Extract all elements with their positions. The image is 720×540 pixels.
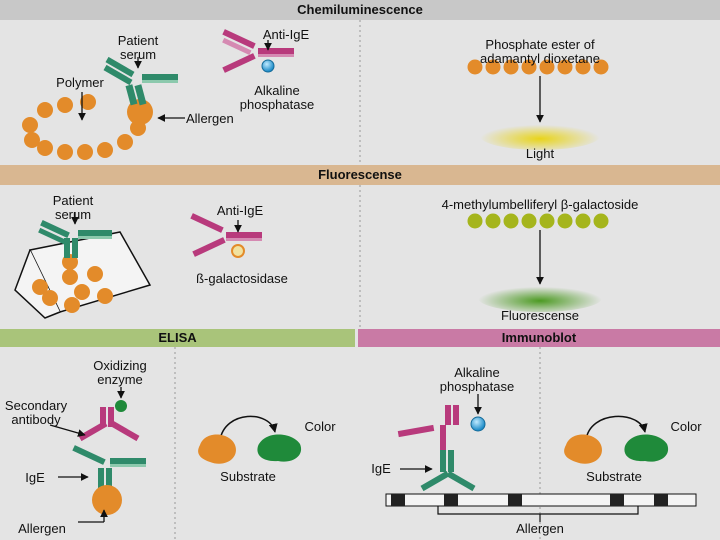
polymer-ring bbox=[22, 94, 146, 160]
label-anti-ige-chemi: Anti-IgE bbox=[262, 27, 310, 42]
immunoblot-alk-phos-dot bbox=[470, 416, 486, 432]
label-substrate-elisa: Substrate bbox=[220, 469, 276, 484]
elisa-antibody-stack bbox=[72, 407, 146, 488]
elisa-color-shape bbox=[257, 434, 302, 462]
label-allergen-immunoblot: Allergen bbox=[516, 521, 564, 536]
band-fluorescence-bg bbox=[0, 165, 720, 185]
band-chemiluminescence-bg bbox=[0, 0, 720, 20]
section-title-immunoblot: Immunoblot bbox=[501, 330, 577, 345]
immunoblot-antibody-stack bbox=[397, 405, 476, 492]
solid-phase-cup bbox=[14, 231, 152, 319]
band-immunoblot-bg bbox=[358, 329, 720, 347]
band-elisa-bg bbox=[0, 329, 355, 347]
label-ige-elisa: IgE bbox=[25, 470, 45, 485]
label-alk-phos-chemi: Alkaline phosphatase bbox=[239, 83, 315, 112]
label-alk-phos-immunoblot: Alkaline phosphatase bbox=[439, 365, 515, 394]
fluorescence-glow bbox=[478, 284, 602, 312]
light-glow bbox=[480, 122, 600, 150]
patient-serum-antibody-fluor bbox=[38, 219, 112, 258]
anti-ige-antibody-fluor bbox=[190, 213, 262, 257]
label-allergen-chemi: Allergen bbox=[186, 111, 234, 126]
mub-bead-chain bbox=[467, 213, 609, 229]
allergen-bracket bbox=[437, 506, 639, 515]
allergen-sphere bbox=[127, 99, 153, 125]
label-patient-serum-fluor: Patient serum bbox=[52, 193, 94, 222]
elisa-allergen-sphere bbox=[92, 485, 122, 515]
section-title-fluorescence: Fluorescense bbox=[318, 167, 402, 182]
alkaline-phosphatase-dot bbox=[261, 59, 275, 73]
label-substrate-immunoblot: Substrate bbox=[586, 469, 642, 484]
label-light: Light bbox=[525, 146, 555, 161]
label-allergen-elisa: Allergen bbox=[18, 521, 66, 536]
immunoblot-color-shape bbox=[624, 434, 669, 462]
patient-serum-antibody bbox=[103, 56, 178, 106]
label-beta-galactosidase: ß-galactosidase bbox=[196, 271, 288, 286]
section-title-elisa: ELISA bbox=[158, 330, 197, 345]
immunoblot-substrate-shape bbox=[564, 434, 602, 464]
anti-ige-antibody-chemi bbox=[222, 29, 294, 73]
section-title-chemiluminescence: Chemiluminescence bbox=[297, 2, 423, 17]
label-polymer: Polymer bbox=[56, 75, 104, 90]
blot-strip bbox=[385, 493, 697, 507]
label-secondary-antibody: Secondary antibody bbox=[4, 398, 68, 427]
label-patient-serum-chemi: Patient serum bbox=[117, 33, 159, 62]
label-color-immunoblot: Color bbox=[670, 419, 702, 434]
label-fluorescence-product: Fluorescense bbox=[500, 308, 580, 323]
label-phosphate-ester: Phosphate ester of adamantyl dioxetane bbox=[480, 37, 600, 66]
label-oxidizing-enzyme: Oxidizing enzyme bbox=[93, 358, 147, 387]
immunoblot-reaction-arrow bbox=[585, 415, 648, 441]
label-anti-ige-fluor: Anti-IgE bbox=[216, 203, 264, 218]
oxidizing-enzyme-dot bbox=[115, 400, 127, 412]
dioxetane-bead-chain bbox=[467, 59, 609, 75]
label-ige-immunoblot: IgE bbox=[371, 461, 391, 476]
elisa-reaction-arrow bbox=[219, 415, 278, 441]
beta-galactosidase-dot bbox=[231, 244, 245, 258]
elisa-substrate-shape bbox=[198, 434, 236, 464]
label-mub: 4-methylumbelliferyl β-galactoside bbox=[441, 197, 639, 212]
label-color-elisa: Color bbox=[304, 419, 336, 434]
